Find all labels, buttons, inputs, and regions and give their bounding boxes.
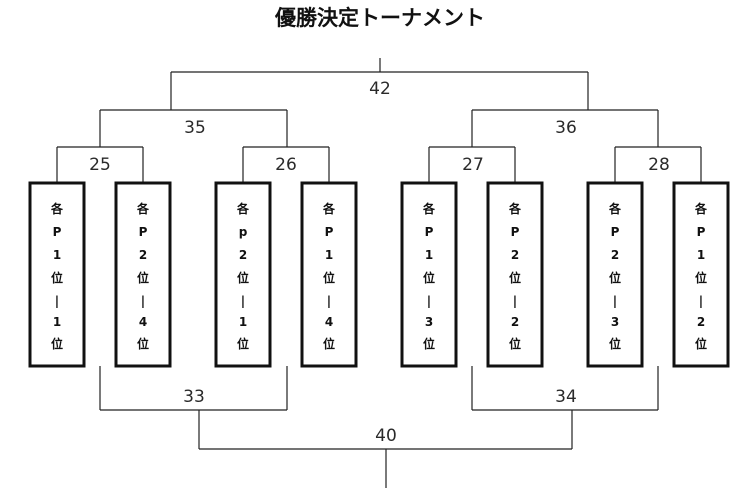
seed-label-char: 位 [695,336,707,351]
seed-label-char: | [327,294,331,308]
match-number-28: 28 [648,155,670,175]
seed-label-char: 2 [611,248,619,262]
seed-label-char: | [55,294,59,308]
seed-label-char: P [53,225,62,239]
match-number-25: 25 [89,155,111,175]
seed-label-char: p [239,225,248,239]
seed-label-char: 位 [609,336,621,351]
seed-label-char: 1 [53,248,61,262]
upper-bracket-lines [56,58,702,183]
seed-box-frame [586,181,644,368]
seed-label-char: 位 [323,270,335,285]
seed-label-char: 2 [239,248,247,262]
seed-label-char: 各 [50,201,64,216]
seed-label-char: 1 [425,248,433,262]
seed-label-char: 位 [423,336,435,351]
seed-box-frame [214,181,272,368]
seed-box-6: 各P 2 位 | 2 位 [486,181,544,368]
seed-label-char: 3 [611,315,619,329]
seed-label-char: 4 [325,315,333,329]
seed-label-char: 位 [509,270,521,285]
seed-label-char: 2 [511,248,519,262]
seed-label-char: | [613,294,617,308]
seed-label-char: 位 [423,270,435,285]
seed-label-char: P [697,225,706,239]
seed-box-8: 各P 1 位 | 2 位 [672,181,730,368]
match-number-40: 40 [375,426,397,446]
match-number-33: 33 [183,387,205,407]
seed-label-char: 各 [508,201,522,216]
match-number-42: 42 [369,79,391,99]
seed-label-char: P [611,225,620,239]
seed-label-char: 2 [697,315,705,329]
seed-label-char: 各 [422,201,436,216]
seed-label-char: 位 [137,336,149,351]
seed-label-char: | [241,294,245,308]
seed-label-char: 各 [136,201,150,216]
seed-label-char: 2 [139,248,147,262]
seed-label-char: P [425,225,434,239]
seed-label-char: P [325,225,334,239]
seed-label-char: 位 [609,270,621,285]
seed-box-frame [28,181,86,368]
match-number-34: 34 [555,387,577,407]
match-number-26: 26 [275,155,297,175]
seed-label-char: 1 [53,315,61,329]
seed-box-2: 各P 2 位 | 4 位 [114,181,172,368]
seed-label-char: 2 [511,315,519,329]
match-number-27: 27 [462,155,484,175]
seed-label-char: | [513,294,517,308]
seed-label-char: 各 [322,201,336,216]
seed-label-char: 位 [137,270,149,285]
match-number-36: 36 [555,118,577,138]
seed-box-frame [486,181,544,368]
seed-box-5: 各P 1 位 | 3 位 [400,181,458,368]
seed-label-char: 1 [325,248,333,262]
lower-bracket-lines [99,366,659,488]
seed-label-char: | [141,294,145,308]
seed-box-frame [300,181,358,368]
bracket-title: 優勝決定トーナメント [274,6,485,30]
seed-label-char: 3 [425,315,433,329]
seed-label-char: 各 [694,201,708,216]
seed-label-char: | [427,294,431,308]
seed-label-char: 位 [695,270,707,285]
seed-label-char: 位 [323,336,335,351]
seed-box-frame [400,181,458,368]
seed-label-char: 位 [509,336,521,351]
seed-boxes: 各P1位|1位各P2位|4位各p2位|1位各P1位|4位各P1位|3位各P2位|… [28,181,730,368]
seed-box-7: 各P 2 位 | 3 位 [586,181,644,368]
seed-label-char: 1 [697,248,705,262]
seed-box-frame [114,181,172,368]
seed-label-char: 各 [236,201,250,216]
seed-label-char: 位 [237,270,249,285]
seed-box-4: 各P 1 位 | 4 位 [300,181,358,368]
seed-label-char: P [139,225,148,239]
seed-label-char: P [511,225,520,239]
seed-box-frame [672,181,730,368]
seed-label-char: 1 [239,315,247,329]
seed-label-char: 位 [51,270,63,285]
seed-label-char: 位 [237,336,249,351]
match-numbers: 42 35 36 25 26 27 28 33 34 40 [89,79,670,446]
seed-box-1: 各P 1 位 | 1 位 [28,181,86,368]
seed-label-char: 位 [51,336,63,351]
match-number-35: 35 [184,118,206,138]
seed-box-3: 各p 2 位 | 1 位 [214,181,272,368]
seed-label-char: | [699,294,703,308]
seed-label-char: 各 [608,201,622,216]
seed-label-char: 4 [139,315,147,329]
